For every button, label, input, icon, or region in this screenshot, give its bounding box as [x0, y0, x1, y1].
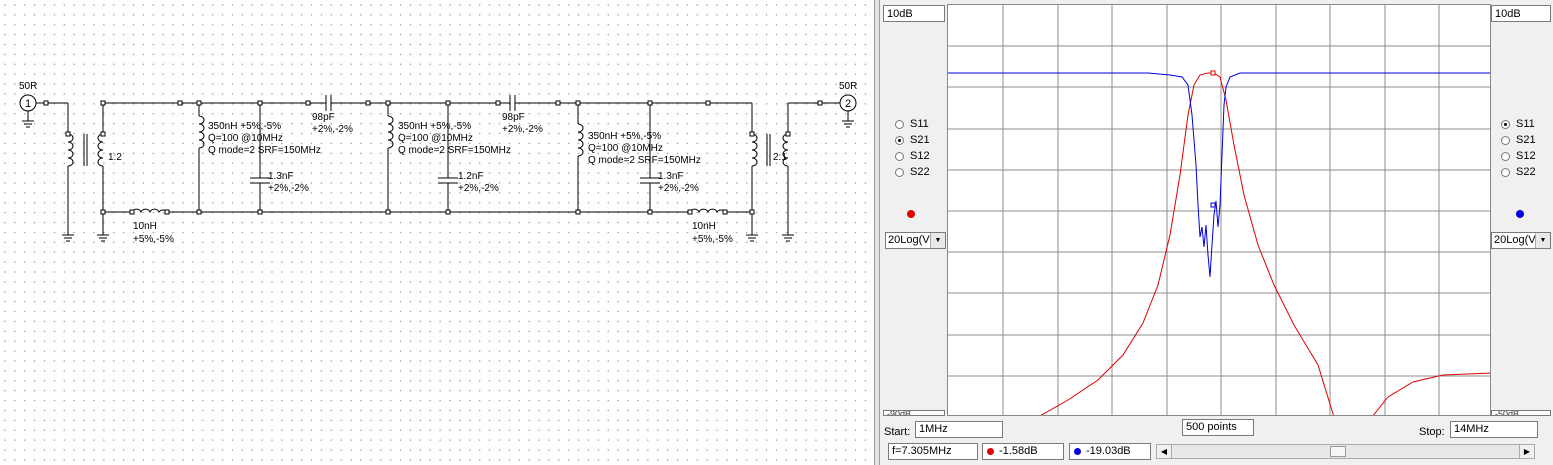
marker-blue-value: -19.03dB	[1069, 443, 1151, 460]
transformer1-ratio: 1:2	[108, 152, 122, 163]
right-format-value: 20Log(V)	[1494, 234, 1540, 246]
right-param-group: S11 S21 S12 S22	[1501, 116, 1536, 180]
right-param-s22[interactable]: S22	[1501, 164, 1536, 180]
right-trace-color-icon[interactable]	[1516, 210, 1524, 218]
plot-grid	[948, 5, 1490, 415]
port1-number: 1	[25, 98, 31, 110]
stop-input[interactable]: 14MHz	[1450, 421, 1538, 438]
left-param-s21-label: S21	[910, 134, 930, 146]
scroll-left-icon[interactable]: ◀	[1157, 445, 1172, 458]
left-param-group: S11 S21 S12 S22	[895, 116, 930, 180]
c-series2-tol: +2%,-2%	[502, 124, 543, 135]
l-series1-tol: +5%,-5%	[133, 234, 174, 245]
right-param-s11[interactable]: S11	[1501, 116, 1536, 132]
right-param-s12[interactable]: S12	[1501, 148, 1536, 164]
c-shunt2-value: 1.2nF	[458, 171, 484, 182]
frequency-scrollbar[interactable]: ◀ ▶	[1156, 444, 1535, 459]
l-shunt3-line3: Q mode=2 SRF=150MHz	[588, 155, 701, 166]
l-shunt1-line1: 350nH +5%,-5%	[208, 121, 281, 132]
left-param-s22[interactable]: S22	[895, 164, 930, 180]
left-param-s12-label: S12	[910, 150, 930, 162]
radio-selected-icon	[895, 135, 904, 145]
chevron-down-icon: ▼	[1535, 233, 1550, 248]
scroll-right-icon[interactable]: ▶	[1519, 445, 1534, 458]
c-series1-value: 98pF	[312, 112, 335, 123]
l-shunt2-line3: Q mode=2 SRF=150MHz	[398, 145, 511, 156]
stop-label: Stop:	[1419, 426, 1445, 438]
l-series1-value: 10nH	[133, 221, 157, 232]
circuit-diagram: 50R 1 50R 2 1:2 2:1 10nH +5%,-5% 10nH +5…	[19, 81, 857, 245]
c-series1-tol: +2%,-2%	[312, 124, 353, 135]
transformer2-ratio: 2:1	[773, 152, 787, 163]
marker-blue-text: -19.03dB	[1086, 445, 1131, 457]
start-label: Start:	[884, 426, 911, 438]
left-scale-top[interactable]: 10dB	[883, 5, 945, 22]
c-shunt2-tol: +2%,-2%	[458, 183, 499, 194]
l-shunt2-line2: Q=100 @10MHz	[398, 133, 473, 144]
port1-label: 50R	[19, 81, 37, 92]
analyzer-panel: 10dB -90dB S11 S21 S12 S22 20Log(V)▼ 10d…	[880, 0, 1553, 465]
radio-icon	[895, 167, 904, 177]
l-shunt1-line2: Q=100 @10MHz	[208, 133, 283, 144]
schematic-canvas[interactable]: 50R 1 50R 2 1:2 2:1 10nH +5%,-5% 10nH +5…	[0, 0, 874, 465]
radio-icon	[1501, 167, 1510, 177]
port2-number: 2	[845, 98, 851, 110]
left-param-s11-label: S11	[910, 118, 929, 130]
s21-trace-tail	[1372, 372, 1490, 415]
left-trace-color-icon[interactable]	[907, 210, 915, 218]
s11-trace	[948, 72, 1490, 278]
s21-trace	[1040, 72, 1334, 415]
points-input[interactable]: 500 points	[1182, 419, 1254, 436]
right-param-s12-label: S12	[1516, 150, 1536, 162]
l-series2-tol: +5%,-5%	[692, 234, 733, 245]
left-format-value: 20Log(V)	[888, 234, 934, 246]
left-param-s22-label: S22	[910, 166, 930, 178]
chevron-down-icon: ▼	[930, 233, 945, 248]
l-series2-value: 10nH	[692, 221, 716, 232]
left-param-s21[interactable]: S21	[895, 132, 930, 148]
radio-icon	[1501, 135, 1510, 145]
marker-blue-icon	[1210, 202, 1216, 208]
right-param-s11-label: S11	[1516, 118, 1535, 130]
l-shunt3-line1: 350nH +5%,-5%	[588, 131, 661, 142]
l-shunt1-line3: Q mode=2 SRF=150MHz	[208, 145, 321, 156]
marker-frequency: f=7.305MHz	[888, 443, 978, 460]
blue-dot-icon	[1074, 448, 1081, 455]
l-shunt2-line1: 350nH +5%,-5%	[398, 121, 471, 132]
right-param-s21-label: S21	[1516, 134, 1536, 146]
c-series2-value: 98pF	[502, 112, 525, 123]
right-scale-bottom[interactable]: -50dB	[1491, 410, 1551, 416]
right-param-s22-label: S22	[1516, 166, 1536, 178]
c-shunt3-value: 1.3nF	[658, 171, 684, 182]
red-dot-icon	[987, 448, 994, 455]
right-format-select[interactable]: 20Log(V)▼	[1491, 232, 1551, 249]
marker-red-text: -1.58dB	[999, 445, 1038, 457]
right-scale-top[interactable]: 10dB	[1491, 5, 1551, 22]
l-shunt3-line2: Q=100 @10MHz	[588, 143, 663, 154]
c-shunt1-value: 1.3nF	[268, 171, 294, 182]
radio-selected-icon	[1501, 119, 1510, 129]
c-shunt1-tol: +2%,-2%	[268, 183, 309, 194]
sparameter-plot	[948, 5, 1490, 415]
left-scale-bottom[interactable]: -90dB	[883, 410, 945, 416]
left-format-select[interactable]: 20Log(V)▼	[885, 232, 946, 249]
plot-area[interactable]	[947, 4, 1491, 416]
scrollbar-thumb[interactable]	[1330, 446, 1346, 457]
left-param-s11[interactable]: S11	[895, 116, 930, 132]
marker-red-value: -1.58dB	[982, 443, 1064, 460]
left-param-s12[interactable]: S12	[895, 148, 930, 164]
radio-icon	[1501, 151, 1510, 161]
c-shunt3-tol: +2%,-2%	[658, 183, 699, 194]
radio-icon	[895, 119, 904, 129]
marker-red-icon	[1210, 70, 1216, 76]
splitter-handle[interactable]	[874, 0, 880, 465]
port2-label: 50R	[839, 81, 857, 92]
start-input[interactable]: 1MHz	[915, 421, 1003, 438]
right-param-s21[interactable]: S21	[1501, 132, 1536, 148]
radio-icon	[895, 151, 904, 161]
